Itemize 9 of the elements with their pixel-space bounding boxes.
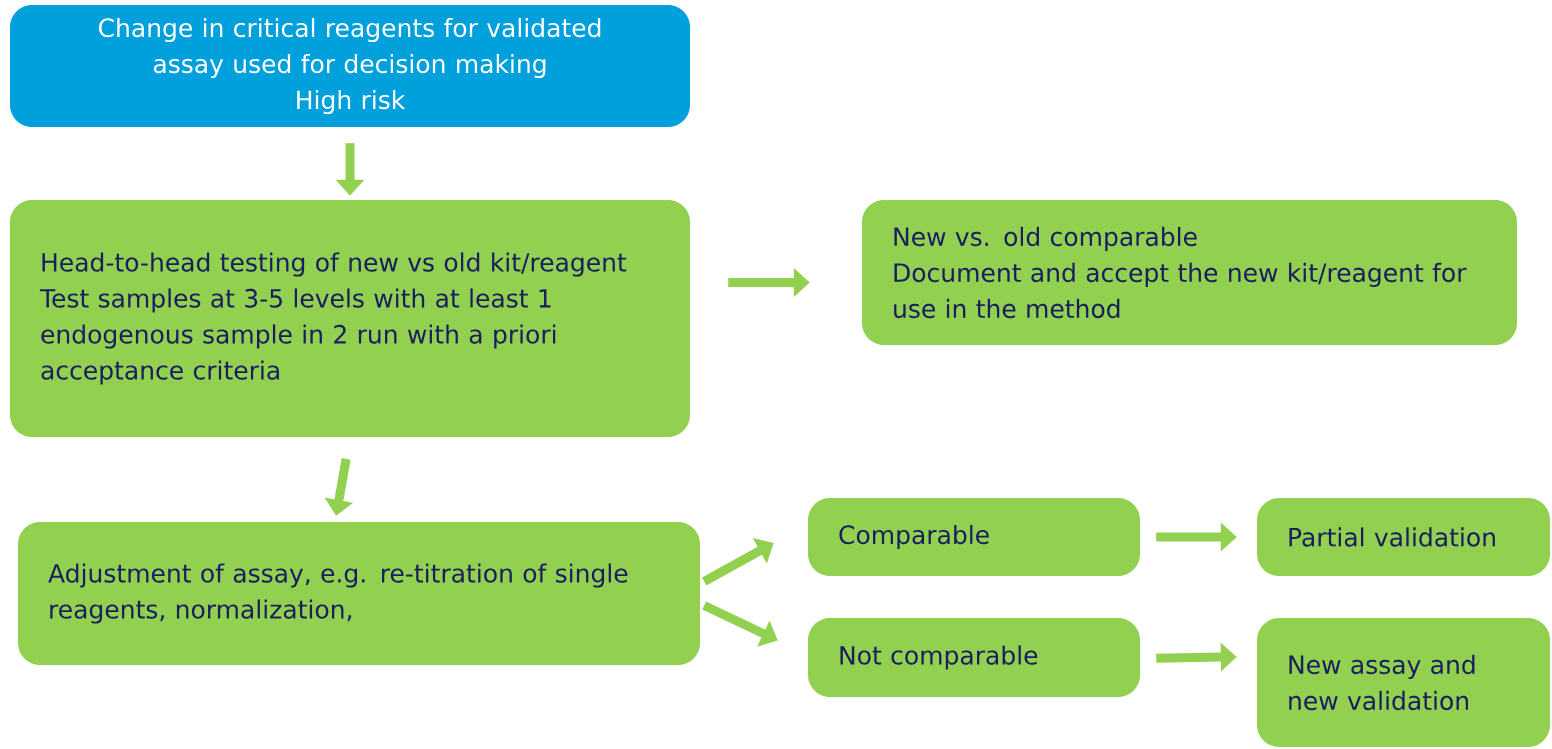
outcome-box: New vs. old comparable Document and accept the new kit/reagent for use in the method <box>862 200 1517 345</box>
decision-box: Not comparable <box>808 618 1140 697</box>
process-box: Head-to-head testing of new vs old kit/reagent Test samples at 3-5 levels with at least 1 endogenous sample in 2 run with a priori acceptance criteria <box>10 200 690 437</box>
start-box: Change in critical reagents for validated assay used for decision making High risk <box>10 5 690 127</box>
arrow <box>702 538 774 586</box>
decision-box: Comparable <box>808 498 1140 576</box>
outcome-box: New assay and new validation <box>1257 618 1550 747</box>
outcome-box: Partial validation <box>1257 498 1550 576</box>
process-box: Adjustment of assay, e.g. re-titration of single reagents, normalization, <box>18 522 700 665</box>
